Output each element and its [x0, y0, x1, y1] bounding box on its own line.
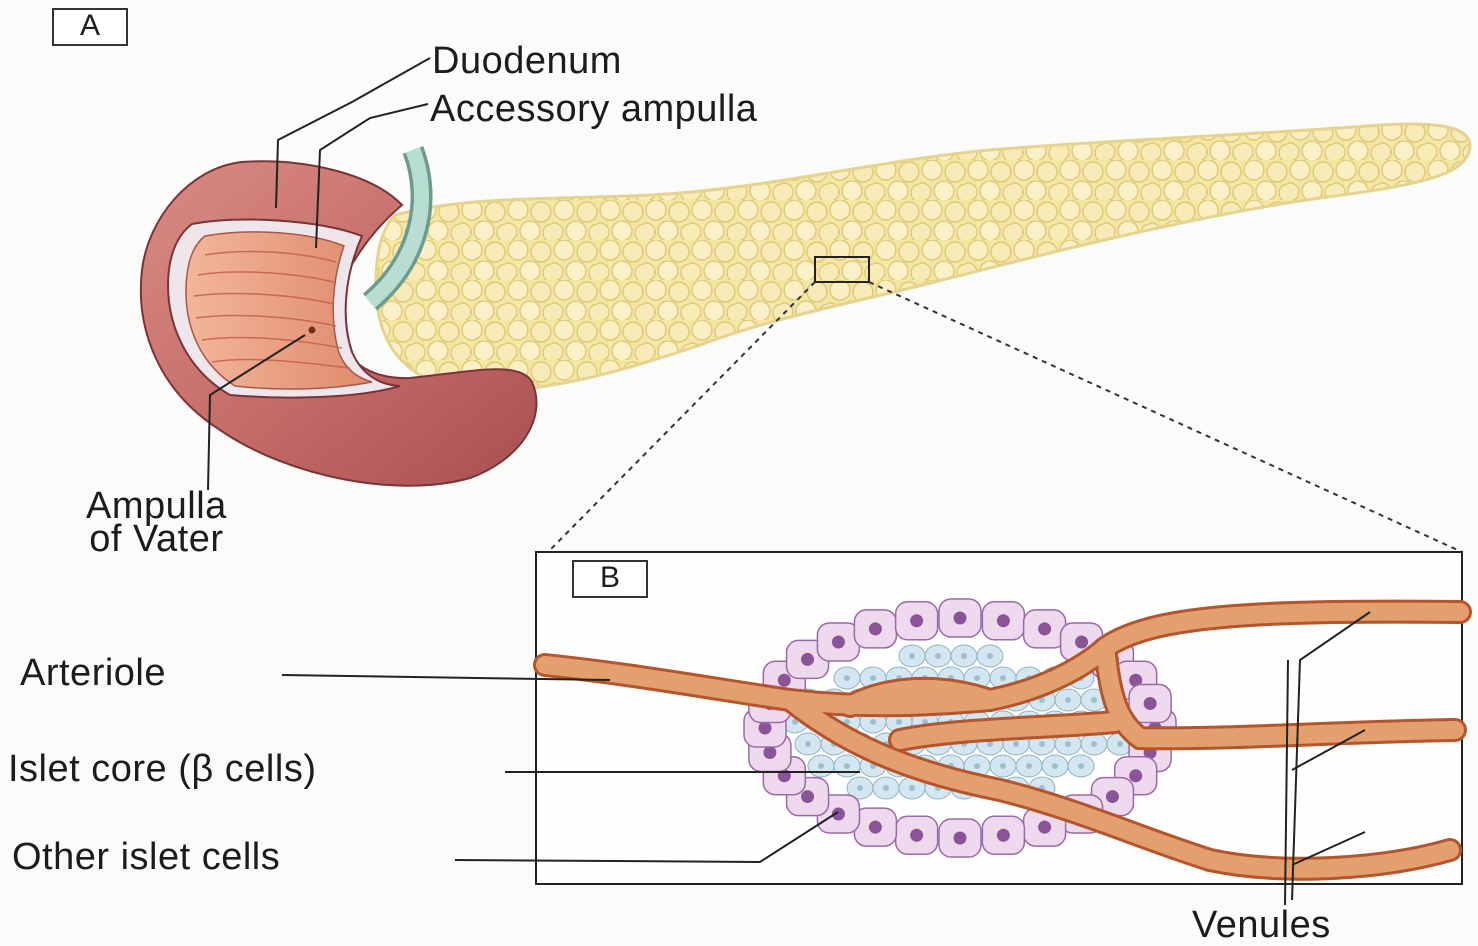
- beta-cell-nucleus: [1026, 763, 1032, 769]
- peripheral-cell-nucleus: [954, 832, 967, 845]
- pancreas-gland: [376, 124, 1470, 391]
- beta-cell-nucleus: [1000, 763, 1006, 769]
- beta-cell-nucleus: [1078, 763, 1084, 769]
- label-accessory-ampulla: Accessory ampulla: [430, 90, 757, 128]
- beta-cell-nucleus: [883, 785, 889, 791]
- beta-cell-nucleus: [909, 653, 915, 659]
- peripheral-cell-nucleus: [801, 790, 814, 803]
- peripheral-cell-nucleus: [759, 722, 772, 735]
- beta-cell-nucleus: [1052, 763, 1058, 769]
- beta-cell-nucleus: [1039, 741, 1045, 747]
- beta-cell-nucleus: [1065, 741, 1071, 747]
- beta-cell-nucleus: [1091, 741, 1097, 747]
- beta-cell-nucleus: [1117, 741, 1123, 747]
- beta-cell-nucleus: [818, 763, 824, 769]
- beta-cell-nucleus: [1065, 697, 1071, 703]
- peripheral-cell-nucleus: [1106, 790, 1119, 803]
- beta-cell-nucleus: [974, 763, 980, 769]
- peripheral-cell-nucleus: [910, 614, 923, 627]
- peripheral-cell-nucleus: [910, 829, 923, 842]
- beta-cell-nucleus: [1013, 741, 1019, 747]
- peripheral-cell-nucleus: [1038, 622, 1051, 635]
- peripheral-cell-nucleus: [954, 612, 967, 625]
- peripheral-cell-nucleus: [763, 746, 776, 759]
- beta-cell-nucleus: [857, 785, 863, 791]
- panel-b-tag: B: [572, 560, 648, 598]
- peripheral-cell-nucleus: [997, 614, 1010, 627]
- peripheral-cell-nucleus: [801, 653, 814, 666]
- beta-cell-nucleus: [805, 741, 811, 747]
- peripheral-cell-nucleus: [997, 829, 1010, 842]
- beta-cell-nucleus: [1091, 697, 1097, 703]
- beta-cell-nucleus: [961, 653, 967, 659]
- beta-cell-nucleus: [1000, 675, 1006, 681]
- peripheral-cell-nucleus: [1038, 821, 1051, 834]
- peripheral-cell-nucleus: [778, 674, 791, 687]
- beta-cell-nucleus: [935, 653, 941, 659]
- beta-cell-nucleus: [870, 719, 876, 725]
- peripheral-cell-nucleus: [869, 622, 882, 635]
- beta-cell-nucleus: [896, 719, 902, 725]
- peripheral-cell-nucleus: [832, 635, 845, 648]
- label-other-islet-cells: Other islet cells: [12, 838, 280, 876]
- panel-a-tag: A: [52, 8, 128, 46]
- beta-cell-nucleus: [909, 785, 915, 791]
- peripheral-cell-nucleus: [1129, 769, 1142, 782]
- beta-cell-nucleus: [870, 675, 876, 681]
- label-arteriole: Arteriole: [20, 654, 166, 692]
- peripheral-cell-nucleus: [1075, 635, 1088, 648]
- peripheral-cell-nucleus: [869, 821, 882, 834]
- label-islet-core: Islet core (β cells): [8, 750, 316, 788]
- beta-cell-nucleus: [987, 653, 993, 659]
- label-ampulla-of-vater: Ampulla of Vater: [86, 490, 227, 556]
- label-duodenum: Duodenum: [432, 42, 622, 80]
- beta-cell-nucleus: [844, 763, 850, 769]
- beta-cell-nucleus: [974, 675, 980, 681]
- label-venules: Venules: [1192, 906, 1331, 944]
- beta-cell-nucleus: [844, 675, 850, 681]
- peripheral-cell-nucleus: [1144, 697, 1157, 710]
